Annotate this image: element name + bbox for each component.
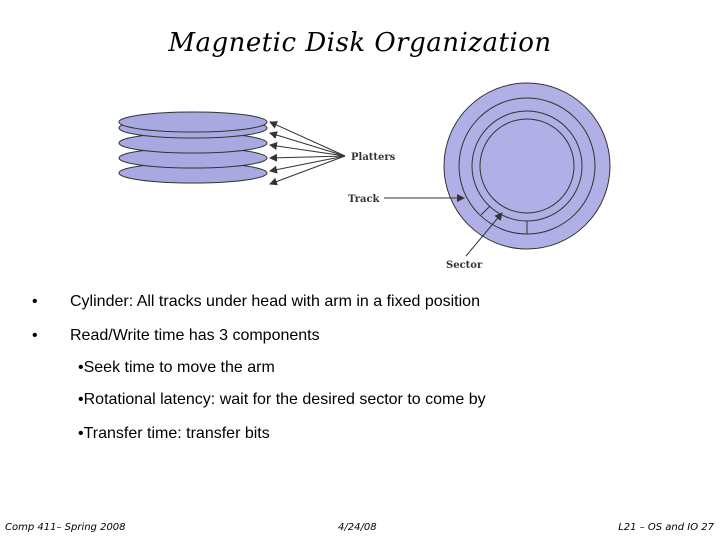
sector-arrow [465,212,503,257]
platter-arrow [269,142,346,157]
platter-arrow [269,131,346,157]
disk-outer-edge [443,82,611,250]
platter-stack [118,111,268,184]
bullet-item: • Read/Write time has 3 components [32,327,320,345]
sub-bullet-text: Rotational latency: wait for the desired… [83,391,486,408]
platters-label: Platters [351,152,396,163]
disk-diagram: Platters Track Sector [118,82,611,271]
disk-top-view [443,82,611,250]
sub-bullet-marker: • [78,425,84,442]
slide-title: Magnetic Disk Organization [168,28,552,58]
sub-bullet-item: •Rotational latency: wait for the desire… [78,391,486,409]
platter-arrow [269,153,346,162]
platter-arrow [269,155,346,174]
sub-bullet-text: Seek time to move the arm [83,359,275,376]
sub-bullet-marker: • [78,359,84,376]
sub-bullet-item: •Transfer time: transfer bits [78,425,270,443]
platter-arrow [269,155,346,186]
sub-bullet-item: •Seek time to move the arm [78,359,275,377]
bullet-text: Read/Write time has 3 components [70,327,320,344]
bullet-marker: • [32,327,38,344]
platter [118,111,268,133]
footer-slide-number: L21 – OS and IO 27 [618,522,714,533]
bullet-item: • Cylinder: All tracks under head with a… [32,293,480,311]
footer-date: 4/24/08 [338,522,377,533]
footer-course: Comp 411– Spring 2008 [5,522,126,533]
sector-label: Sector [446,260,483,271]
platter-arrows [269,121,346,186]
sub-bullet-text: Transfer time: transfer bits [83,425,270,442]
bullet-marker: • [32,293,38,310]
disk-track-inner [479,118,575,214]
platter-arrow [269,121,346,157]
sector-boundary [480,205,491,216]
track-label: Track [348,194,381,205]
bullet-text: Cylinder: All tracks under head with arm… [70,293,480,310]
sub-bullet-marker: • [78,391,84,408]
